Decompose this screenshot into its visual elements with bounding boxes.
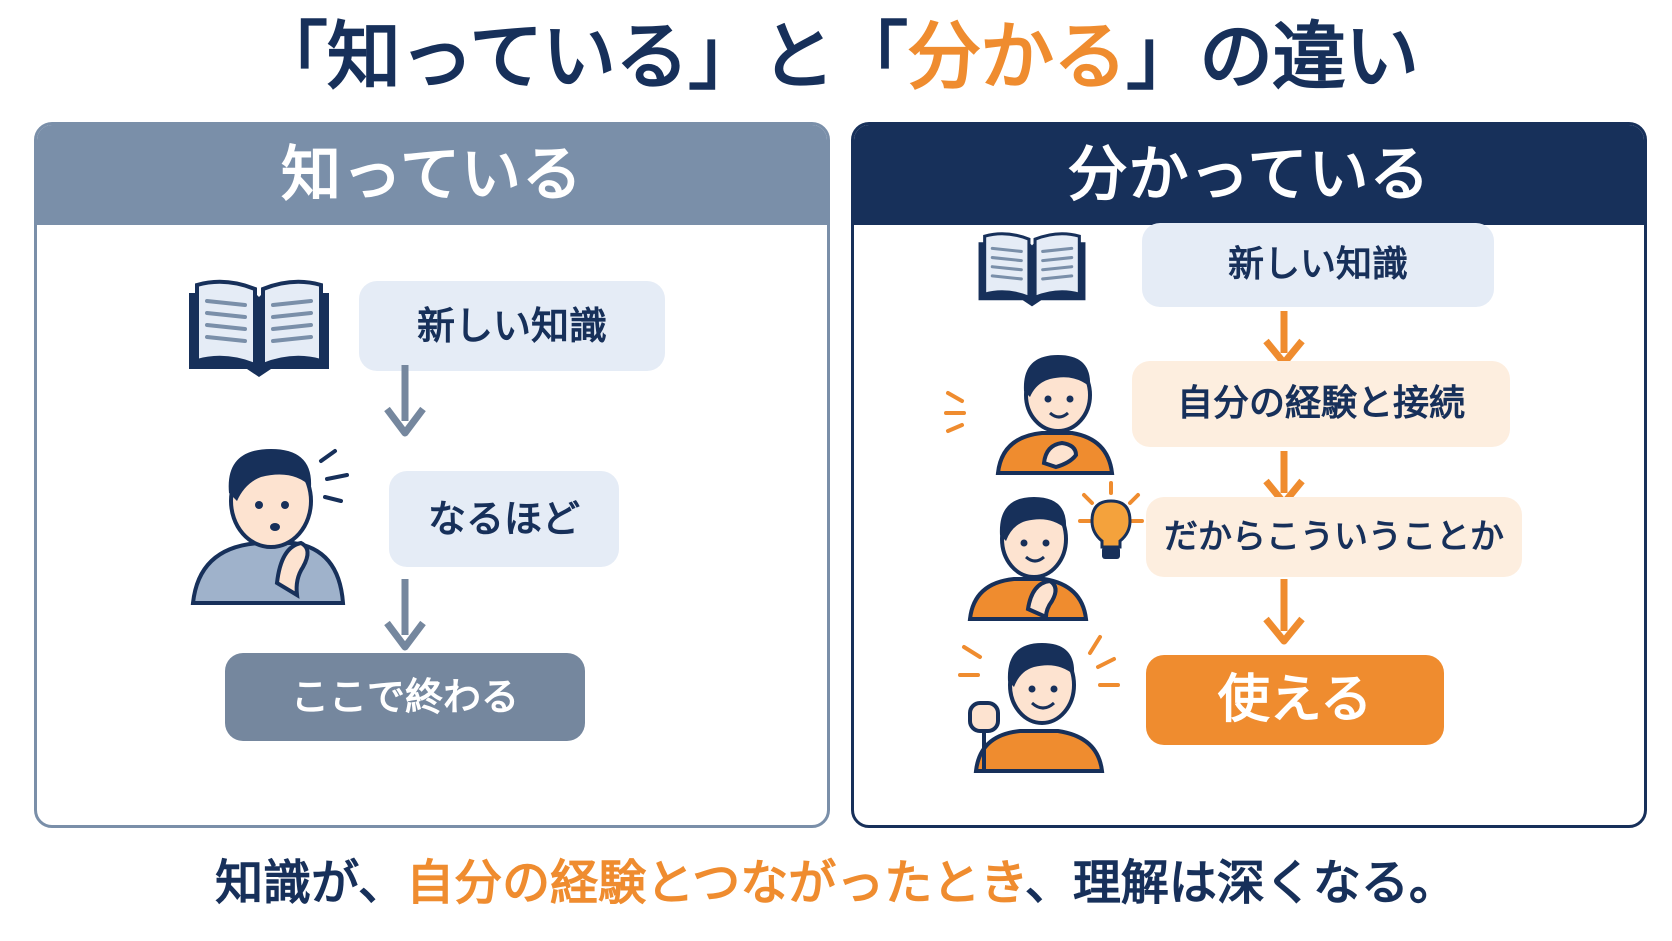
conclusion-prefix: 知識が、 <box>215 855 407 911</box>
understanding-step-new-knowledge: 新しい知識 <box>1142 223 1494 307</box>
title-quote-close-2: 」 <box>1126 14 1200 100</box>
arrow-down-icon <box>1263 311 1305 367</box>
open-book-icon <box>978 232 1086 307</box>
person-insight-icon <box>967 497 1089 621</box>
understanding-panel: 分かっている 新しい知識 自分の経験と接続 <box>851 122 1647 828</box>
title-part-knowing: 知っている <box>326 14 689 100</box>
understanding-step-connect-experience: 自分の経験と接続 <box>1132 361 1510 447</box>
title-connector: と <box>761 14 835 100</box>
knowing-panel-header: 知っている <box>37 125 827 225</box>
title-quote-close-1: 」 <box>688 14 762 100</box>
conclusion-suffix: 、理解は深くなる。 <box>1024 855 1457 911</box>
page-title: 「知っている」と「分かる」の違い <box>0 4 1672 110</box>
lightbulb-icon <box>1078 481 1144 559</box>
knowing-panel: 知っている 新しい知識 なるほど ここで終わる <box>34 122 830 828</box>
understanding-step-so-thats-it: だからこういうことか <box>1146 497 1522 577</box>
conclusion-text: 知識が、自分の経験とつながったとき、理解は深くなる。 <box>0 838 1672 928</box>
conclusion-highlight: 自分の経験とつながったとき <box>406 855 1025 911</box>
arrow-down-icon <box>384 365 426 437</box>
understanding-panel-header: 分かっている <box>854 125 1644 225</box>
arrow-down-icon <box>1263 579 1305 645</box>
knowing-step-new-knowledge: 新しい知識 <box>359 281 665 371</box>
confident-person-icon <box>958 635 1120 773</box>
title-part-understanding: 分かる <box>907 14 1127 100</box>
knowing-step-i-see: なるほど <box>389 471 619 567</box>
person-hand-on-chest-icon <box>995 355 1115 475</box>
knowing-step-ends-here: ここで終わる <box>225 653 585 741</box>
emphasis-lines-icon <box>944 391 966 433</box>
arrow-down-icon <box>384 579 426 651</box>
understanding-step-usable: 使える <box>1146 655 1444 745</box>
open-book-icon <box>189 279 329 377</box>
title-tail: の違い <box>1199 14 1419 100</box>
thinking-person-icon <box>190 449 349 605</box>
title-quote-open-2: 「 <box>834 14 908 100</box>
title-quote-open-1: 「 <box>253 14 328 100</box>
